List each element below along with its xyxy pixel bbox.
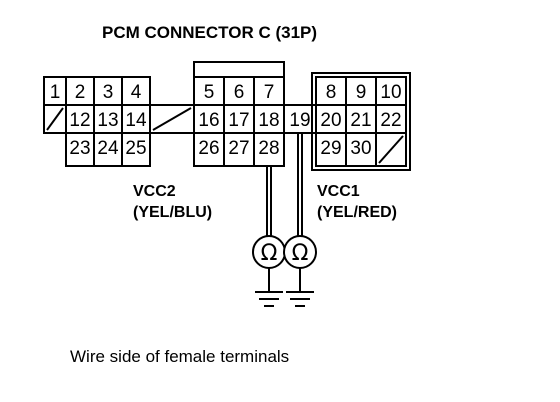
- pin-1: 1: [50, 82, 61, 103]
- bridge-cell-right: [283, 104, 317, 134]
- pin-24: 24: [97, 138, 119, 159]
- pin-30: 30: [350, 138, 371, 159]
- pin-13: 13: [97, 110, 118, 131]
- pin-14: 14: [125, 110, 147, 131]
- pin-12: 12: [69, 110, 90, 131]
- pin-18: 18: [258, 110, 279, 131]
- vcc1-label: VCC1: [317, 183, 360, 200]
- pin-23: 23: [69, 138, 90, 159]
- lock-tab: [193, 61, 285, 78]
- ohm-symbol: Ω: [261, 241, 278, 266]
- pin-4: 4: [131, 82, 142, 103]
- middle-block-row-2: [193, 132, 285, 167]
- vcc2-label: VCC2: [133, 183, 176, 200]
- pin-19: 19: [289, 110, 310, 131]
- pin-7: 7: [264, 82, 275, 103]
- vcc2-wire-color: (YEL/BLU): [133, 204, 212, 221]
- pin-5: 5: [204, 82, 215, 103]
- right-empty-cell-slash: [378, 135, 404, 164]
- ohmmeter-icon: [283, 235, 317, 269]
- right-block-row-2: [315, 132, 407, 167]
- vcc1-wire-color: (YEL/RED): [317, 204, 397, 221]
- pin-21: 21: [350, 110, 371, 131]
- pin-2: 2: [75, 82, 86, 103]
- pin-10: 10: [380, 82, 401, 103]
- pin-28: 28: [258, 138, 279, 159]
- left-empty-cell-slash: [46, 107, 64, 131]
- pin-6: 6: [234, 82, 245, 103]
- bridge-cell-slash: [152, 107, 192, 131]
- pin-27: 27: [228, 138, 249, 159]
- pin-3: 3: [103, 82, 114, 103]
- bridge-cell-left: [149, 104, 195, 134]
- left-block-row-2: [65, 132, 151, 167]
- pin-9: 9: [356, 82, 367, 103]
- pin-17: 17: [228, 110, 249, 131]
- pin-8: 8: [326, 82, 337, 103]
- diagram-title: PCM CONNECTOR C (31P): [102, 23, 317, 42]
- ohm-symbol: Ω: [292, 241, 309, 266]
- pin-29: 29: [320, 138, 341, 159]
- diagram-caption: Wire side of female terminals: [70, 347, 289, 366]
- pin-25: 25: [125, 138, 146, 159]
- right-block-housing: [311, 72, 411, 171]
- pin-22: 22: [380, 110, 401, 131]
- pin-16: 16: [198, 110, 219, 131]
- pin-26: 26: [198, 138, 219, 159]
- pin-20: 20: [320, 110, 341, 131]
